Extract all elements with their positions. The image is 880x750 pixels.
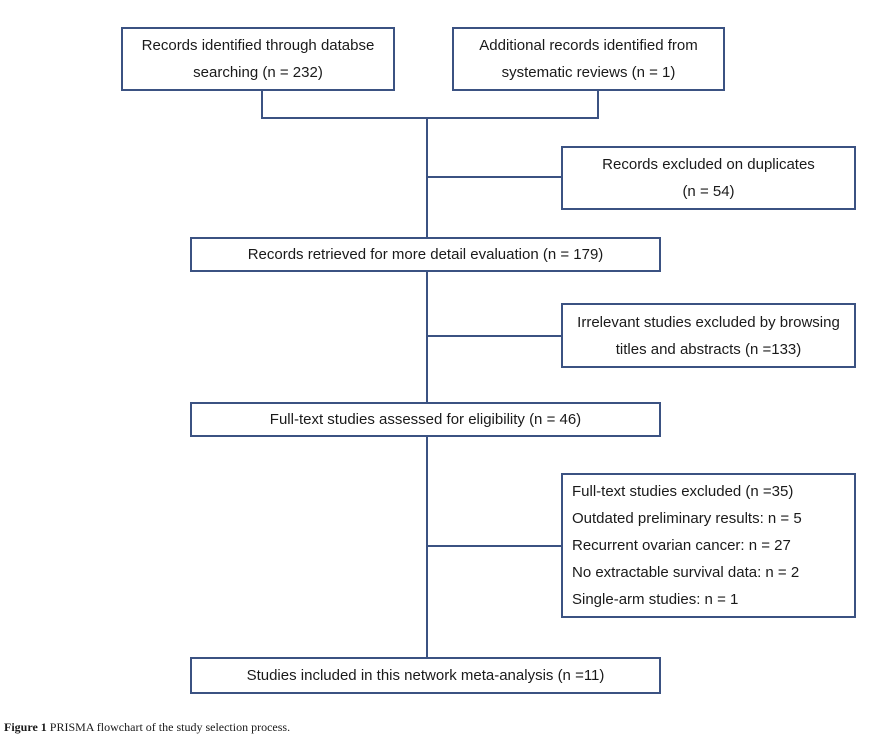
- box-line: Single-arm studies: n = 1: [572, 591, 739, 608]
- box-excluded-duplicates: Records excluded on duplicates (n = 54): [561, 146, 856, 210]
- box-line: Full-text studies assessed for eligibili…: [269, 411, 582, 428]
- box-records-identified: Records identified through databse searc…: [121, 27, 395, 91]
- box-additional-records: Additional records identified from syste…: [452, 27, 725, 91]
- box-line: Studies included in this network meta-an…: [246, 667, 605, 684]
- box-line: No extractable survival data: n = 2: [572, 564, 800, 581]
- box-line: Records retrieved for more detail evalua…: [247, 246, 604, 263]
- box-line: Irrelevant studies excluded by browsing: [577, 313, 840, 331]
- box-line: (n = 54): [682, 183, 735, 200]
- box-line: Recurrent ovarian cancer: n = 27: [572, 537, 791, 554]
- box-line: Records identified through databse: [141, 37, 375, 54]
- box-fulltext-excluded: Full-text studies excluded (n =35) Outda…: [561, 473, 856, 618]
- box-line: Additional records identified from: [479, 37, 698, 54]
- box-line: Records excluded on duplicates: [602, 156, 815, 173]
- box-studies-included: Studies included in this network meta-an…: [190, 657, 661, 694]
- box-line: systematic reviews (n = 1): [501, 64, 676, 81]
- box-line: Full-text studies excluded (n =35): [572, 483, 794, 500]
- figure-caption-text: PRISMA flowchart of the study selection …: [49, 720, 291, 734]
- box-line: Outdated preliminary results: n = 5: [572, 510, 802, 527]
- box-fulltext-assessed: Full-text studies assessed for eligibili…: [190, 402, 661, 437]
- box-line: titles and abstracts (n =133): [615, 340, 802, 358]
- box-line: searching (n = 232): [193, 64, 323, 81]
- box-irrelevant-excluded: Irrelevant studies excluded by browsing …: [561, 303, 856, 368]
- box-records-retrieved: Records retrieved for more detail evalua…: [190, 237, 661, 272]
- figure-caption-label: Figure 1: [4, 720, 47, 734]
- figure-caption: Figure 1 PRISMA flowchart of the study s…: [4, 720, 290, 735]
